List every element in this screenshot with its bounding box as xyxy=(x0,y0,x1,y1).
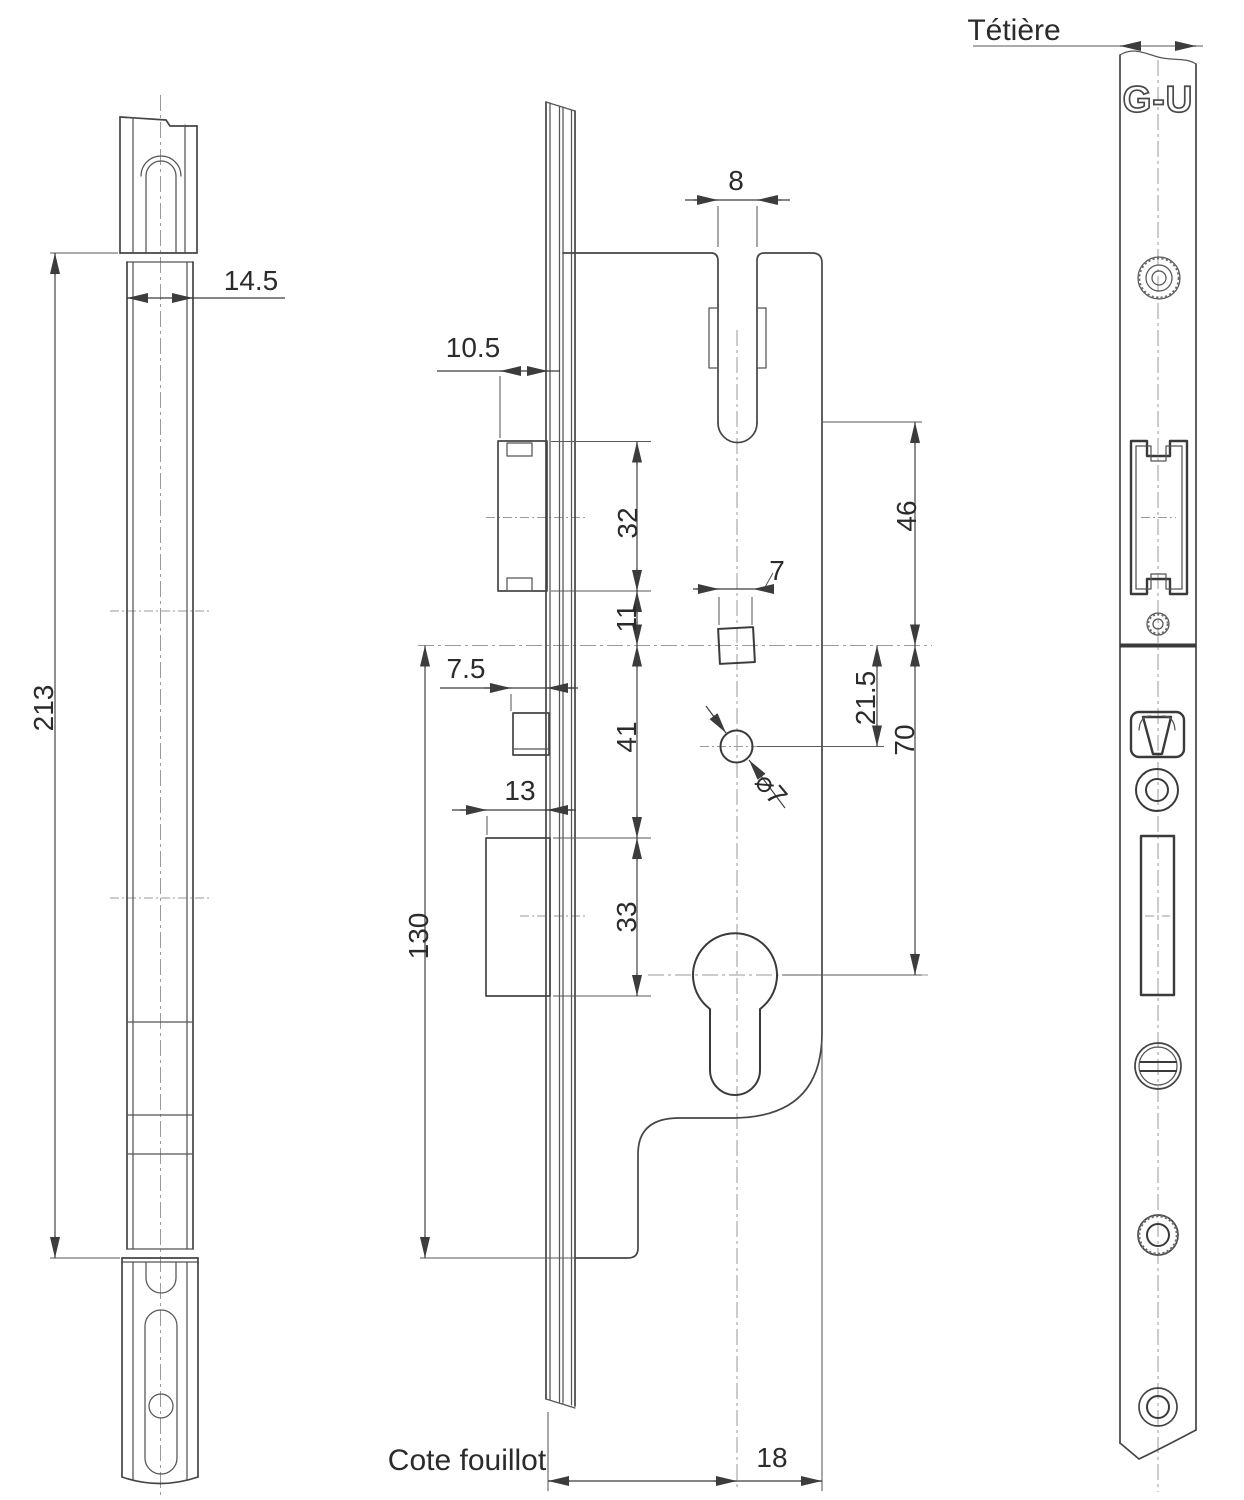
bottom-cut xyxy=(1119,1429,1197,1460)
left-bracket xyxy=(497,440,548,592)
slot-guide-tab xyxy=(756,307,767,369)
dim-tab-depth: 7.5 xyxy=(447,653,486,684)
logo-text: G-U xyxy=(1123,79,1194,120)
fixing-hole xyxy=(719,729,754,764)
dim-left-width: 14.5 xyxy=(224,265,279,296)
bolt-slot xyxy=(1139,834,1176,997)
dim-center-to-hole: 21.5 xyxy=(850,671,881,726)
dim-bracket-to-center: 11 xyxy=(611,603,642,632)
screw-hole xyxy=(148,1393,174,1419)
label-faceplate: Tétière xyxy=(967,14,1060,47)
extension-lines xyxy=(50,45,1203,1491)
side-tab xyxy=(512,712,550,756)
top-slot-rounded xyxy=(140,155,182,254)
label-backset: Cote fouillot xyxy=(388,1444,547,1477)
lower-end-piece xyxy=(121,1257,199,1485)
arched-cutout xyxy=(145,1261,177,1294)
dim-center-to-case-bottom: 130 xyxy=(403,913,434,960)
euro-cylinder-hole xyxy=(692,932,778,1096)
ring-hole xyxy=(1135,768,1179,812)
dim-top-slot-width: 8 xyxy=(728,165,744,196)
dimension-labels: 14.5 213 10.5 8 32 11 41 33 130 46 21.5 … xyxy=(28,14,1061,1477)
knurled-screw xyxy=(1137,1214,1179,1256)
screw-head-top xyxy=(1137,256,1181,300)
dim-left-length: 213 xyxy=(28,685,59,732)
case-outline xyxy=(562,252,823,1259)
dimension-lines xyxy=(50,41,1196,1486)
follower-square xyxy=(717,626,756,665)
dim-plate-offset: 10.5 xyxy=(446,332,501,363)
dim-follower-width: 7 xyxy=(769,555,785,586)
lower-box xyxy=(485,837,551,997)
dim-box-offset: 13 xyxy=(504,775,535,806)
faceplate-view: G-U xyxy=(1119,50,1197,1460)
slot-guide-tab xyxy=(708,307,719,369)
dim-center-to-tab: 41 xyxy=(611,721,642,752)
dim-bracket-height: 32 xyxy=(612,507,643,538)
dim-center-to-edge: 18 xyxy=(756,1442,787,1473)
oblong-slot xyxy=(144,1309,178,1475)
dim-box-height: 33 xyxy=(611,901,642,932)
lock-case-view xyxy=(485,101,823,1409)
dim-hole-diameter: ⌀7 xyxy=(749,767,794,812)
latch-bolt xyxy=(1129,710,1186,759)
faceplate-section xyxy=(545,101,576,1409)
break-line xyxy=(1119,50,1197,65)
dim-center-to-cylinder: 70 xyxy=(889,724,920,755)
dim-slot-to-center: 46 xyxy=(891,500,922,531)
bottom-screw xyxy=(1138,1387,1178,1427)
left-profile-view xyxy=(119,116,199,1485)
slotted-screw xyxy=(1134,1042,1182,1090)
keep-cutout xyxy=(1129,439,1189,596)
screw-head-small xyxy=(1146,612,1170,636)
